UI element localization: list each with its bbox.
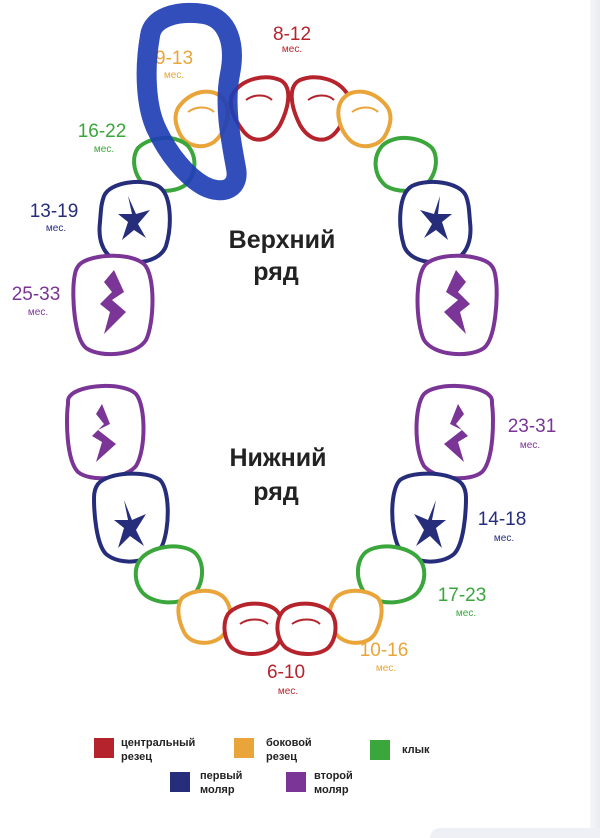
lower-row-title-line1: Нижний xyxy=(230,444,327,472)
lower-row-title-line2: ряд xyxy=(253,478,299,506)
svg-text:центральный: центральный xyxy=(121,737,195,749)
tooth-upper-canine-right xyxy=(373,136,438,193)
legend-item-central-incisor: центральный резец xyxy=(94,737,195,763)
svg-text:9-13: 9-13 xyxy=(155,48,193,69)
svg-text:резец: резец xyxy=(266,751,297,763)
svg-text:боковой: боковой xyxy=(266,737,312,749)
age-label-lower-second-molar: 23-31 мес. xyxy=(508,416,557,451)
svg-text:мес.: мес. xyxy=(28,307,48,318)
svg-text:мес.: мес. xyxy=(456,608,476,619)
upper-row-title-line2: ряд xyxy=(253,258,299,286)
svg-text:10-16: 10-16 xyxy=(360,640,409,661)
svg-text:мес.: мес. xyxy=(278,686,298,697)
tooth-lower-lateral-left xyxy=(176,588,233,645)
tooth-lower-second-molar-left xyxy=(65,383,146,481)
svg-text:моляр: моляр xyxy=(200,784,235,796)
svg-text:моляр: моляр xyxy=(314,784,349,796)
svg-text:23-31: 23-31 xyxy=(508,416,557,437)
age-label-lower-first-molar: 14-18 мес. xyxy=(478,509,527,544)
age-label-lower-canine: 17-23 мес. xyxy=(438,585,487,619)
svg-text:первый: первый xyxy=(200,770,242,782)
tooth-lower-central-right xyxy=(275,601,338,656)
lower-arch xyxy=(65,383,495,656)
tooth-lower-second-molar-right xyxy=(414,383,495,481)
age-label-upper-first-molar: 13-19 мес. xyxy=(30,201,79,234)
svg-text:мес.: мес. xyxy=(282,44,302,55)
upper-arch xyxy=(71,75,499,357)
svg-text:16-22: 16-22 xyxy=(78,121,127,142)
svg-text:мес.: мес. xyxy=(376,663,396,674)
legend-item-lateral-incisor: боковой резец xyxy=(234,737,312,763)
svg-text:мес.: мес. xyxy=(494,533,514,544)
svg-text:17-23: 17-23 xyxy=(438,585,487,606)
svg-text:25-33: 25-33 xyxy=(12,284,61,305)
legend-item-canine: клык xyxy=(370,740,430,760)
svg-text:мес.: мес. xyxy=(164,70,184,81)
legend-item-first-molar: первый моляр xyxy=(170,770,242,796)
tooth-upper-lateral-left xyxy=(173,89,230,149)
highlight-marker-loop xyxy=(136,3,247,201)
age-label-upper-second-molar: 25-33 мес. xyxy=(12,284,61,318)
age-label-upper-central: 8-12 мес. xyxy=(273,24,311,55)
svg-text:13-19: 13-19 xyxy=(30,201,79,222)
age-label-upper-lateral: 9-13 мес. xyxy=(155,48,193,81)
age-label-lower-lateral: 10-16 мес. xyxy=(360,640,409,674)
corner-panel xyxy=(430,828,600,838)
svg-text:второй: второй xyxy=(314,770,353,782)
tooth-upper-lateral-right xyxy=(336,89,393,149)
legend: центральный резец боковой резец клык пер… xyxy=(94,737,430,796)
legend-item-second-molar: второй моляр xyxy=(286,770,353,796)
svg-text:6-10: 6-10 xyxy=(267,662,305,683)
age-label-lower-central: 6-10 мес. xyxy=(267,662,305,697)
tooth-lower-central-left xyxy=(222,601,285,656)
svg-text:мес.: мес. xyxy=(46,223,66,234)
svg-text:8-12: 8-12 xyxy=(273,24,311,45)
svg-text:14-18: 14-18 xyxy=(478,509,527,530)
age-label-upper-canine: 16-22 мес. xyxy=(78,121,127,155)
right-edge-strip xyxy=(590,0,600,838)
svg-text:клык: клык xyxy=(402,744,430,756)
svg-text:резец: резец xyxy=(121,751,152,763)
svg-text:мес.: мес. xyxy=(94,144,114,155)
svg-text:мес.: мес. xyxy=(520,440,540,451)
upper-row-title-line1: Верхний xyxy=(229,226,336,254)
tooth-lower-lateral-right xyxy=(327,588,384,645)
